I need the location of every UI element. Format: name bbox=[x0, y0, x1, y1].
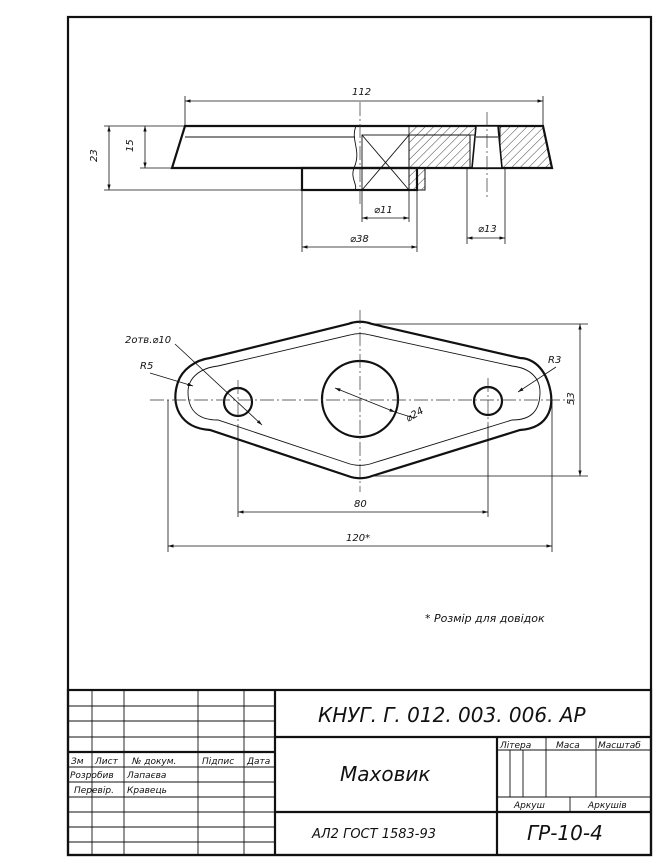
section-dimensions: 112 23 15 ⌀11 ⌀38 ⌀13 bbox=[89, 87, 544, 252]
dim-112: 112 bbox=[352, 87, 371, 98]
plan-view bbox=[150, 310, 575, 492]
dim-hole-13: ⌀13 bbox=[478, 224, 497, 235]
developer-name: Лапаєва bbox=[126, 771, 166, 781]
dim-53: 53 bbox=[566, 392, 577, 405]
sheets-label: Аркушів bbox=[587, 801, 627, 811]
material-spec: АЛ2 ГОСТ 1583-93 bbox=[311, 827, 436, 842]
litera-label: Літера bbox=[499, 741, 531, 751]
dim-15: 15 bbox=[125, 139, 136, 152]
header-doc-no: № докум. bbox=[131, 757, 176, 767]
checker-label: Перевір. bbox=[74, 786, 114, 796]
mass-label: Маса bbox=[556, 741, 580, 751]
checker-name: Кравець bbox=[127, 786, 167, 796]
header-date: Дата bbox=[246, 757, 270, 767]
section-view bbox=[170, 102, 554, 205]
dim-r3: R3 bbox=[548, 355, 561, 366]
dim-23: 23 bbox=[89, 149, 100, 162]
header-signature: Підпис bbox=[202, 757, 234, 767]
sheet-label: Аркуш bbox=[513, 801, 545, 811]
dim-80: 80 bbox=[354, 499, 367, 510]
dim-bore-24: ⌀24 bbox=[404, 406, 426, 425]
header-zm: Зм bbox=[71, 757, 84, 767]
dim-hub-38: ⌀38 bbox=[350, 234, 369, 245]
title-block: КНУГ. Г. 012. 003. 006. АР Зм Лист № док… bbox=[66, 688, 653, 857]
dim-holes-note: 2отв.⌀10 bbox=[125, 335, 171, 346]
developer-label: Розробив bbox=[70, 771, 114, 781]
plan-dimensions: 2отв.⌀10 R5 R3 ⌀24 53 80 120* bbox=[125, 323, 588, 552]
header-list: Лист bbox=[94, 757, 119, 767]
dim-120: 120* bbox=[346, 533, 370, 544]
dim-bore-11: ⌀11 bbox=[374, 205, 393, 216]
reference-footnote: * Розмір для довідок bbox=[425, 612, 545, 625]
scale-label: Масштаб bbox=[598, 741, 641, 751]
dim-r5: R5 bbox=[140, 361, 153, 372]
part-name: Маховик bbox=[340, 762, 430, 786]
drawing-code: КНУГ. Г. 012. 003. 006. АР bbox=[318, 703, 586, 727]
group-code: ГР-10-4 bbox=[527, 821, 603, 845]
